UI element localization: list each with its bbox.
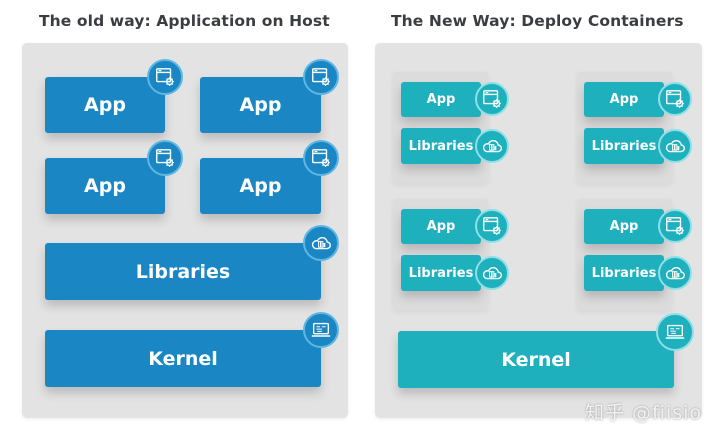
container-app-box: App bbox=[584, 82, 664, 117]
laptop-icon bbox=[303, 312, 339, 348]
cloud-library-icon bbox=[475, 256, 509, 290]
old-app-label: App bbox=[84, 175, 126, 197]
app-window-gear-icon bbox=[147, 140, 183, 176]
container-libraries-box: Libraries bbox=[584, 128, 664, 164]
app-window-gear-icon bbox=[475, 209, 509, 243]
laptop-icon bbox=[656, 313, 694, 351]
cloud-library-icon bbox=[658, 129, 692, 163]
new-way-title: The New Way: Deploy Containers bbox=[391, 12, 684, 30]
container-app-label: App bbox=[426, 92, 456, 107]
watermark: 知乎 @fiisio bbox=[585, 402, 703, 424]
container-libraries-label: Libraries bbox=[408, 138, 474, 154]
app-window-gear-icon bbox=[475, 82, 509, 116]
old-app-label: App bbox=[239, 94, 282, 116]
container-app-box: App bbox=[401, 82, 481, 117]
old-kernel-label: Kernel bbox=[148, 347, 218, 370]
container-libraries-label: Libraries bbox=[591, 265, 657, 281]
cloud-library-icon bbox=[475, 129, 509, 163]
app-window-gear-icon bbox=[303, 59, 339, 95]
container-libraries-box: Libraries bbox=[584, 255, 664, 291]
new-kernel-box: Kernel bbox=[398, 331, 674, 388]
app-window-gear-icon bbox=[147, 59, 183, 95]
old-kernel-box: Kernel bbox=[45, 330, 321, 387]
container-app-box: App bbox=[584, 209, 664, 244]
app-window-gear-icon bbox=[658, 209, 692, 243]
container-libraries-label: Libraries bbox=[408, 265, 474, 281]
old-app-box: App bbox=[45, 77, 165, 133]
container-libraries-box: Libraries bbox=[401, 128, 481, 164]
cloud-library-icon bbox=[303, 225, 339, 261]
container-libraries-label: Libraries bbox=[591, 138, 657, 154]
old-way-title: The old way: Application on Host bbox=[39, 12, 330, 30]
container-app-label: App bbox=[426, 219, 456, 234]
old-app-box: App bbox=[200, 77, 321, 133]
new-kernel-label: Kernel bbox=[501, 348, 571, 371]
cloud-library-icon bbox=[658, 256, 692, 290]
old-app-label: App bbox=[239, 175, 282, 197]
app-window-gear-icon bbox=[658, 82, 692, 116]
container-app-box: App bbox=[401, 209, 481, 244]
old-app-label: App bbox=[84, 94, 126, 116]
container-libraries-box: Libraries bbox=[401, 255, 481, 291]
old-libraries-box: Libraries bbox=[45, 243, 321, 300]
old-app-box: App bbox=[200, 158, 321, 214]
container-app-label: App bbox=[609, 92, 639, 107]
old-app-box: App bbox=[45, 158, 165, 214]
old-libraries-label: Libraries bbox=[135, 260, 231, 283]
app-window-gear-icon bbox=[303, 140, 339, 176]
container-app-label: App bbox=[609, 219, 639, 234]
